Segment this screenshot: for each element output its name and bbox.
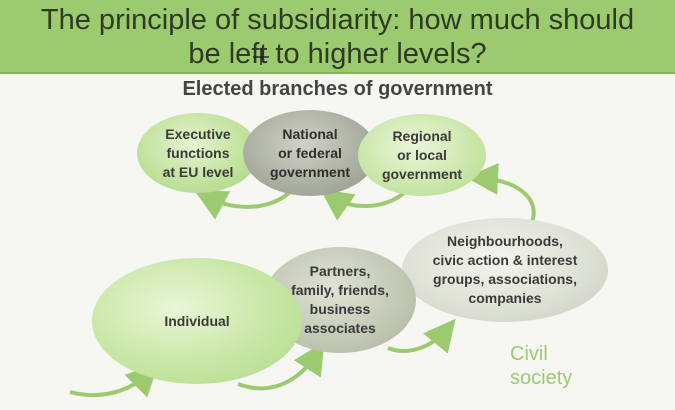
node-regional-line-1: Regional: [392, 127, 452, 144]
arrow-neighbourhoods-to-regional: [466, 162, 536, 223]
node-neighbourhoods: Neighbourhoods, civic action & interest …: [402, 218, 608, 322]
node-national-line-2: or federal: [278, 144, 342, 161]
title-banner: [0, 0, 675, 74]
title-line-1: The principle of subsidiarity: how much …: [40, 4, 635, 36]
civil-society-label: Civil society: [510, 342, 600, 390]
crosshair-cursor-icon: [253, 49, 269, 65]
node-national-government: National or federal government: [243, 110, 377, 196]
node-national-line-1: National: [282, 125, 338, 142]
node-eu-line-2: functions: [166, 144, 230, 161]
civil-society-line-1: Civil: [510, 343, 548, 365]
arrow-into-individual: [69, 363, 159, 398]
node-neighbourhoods-line-4: companies: [468, 290, 542, 306]
node-individual: Individual: [92, 258, 302, 384]
node-eu-line-1: Executive: [165, 125, 231, 142]
arrow-partners-to-neighbourhoods: [387, 318, 456, 354]
node-eu-line-3: at EU level: [162, 163, 234, 180]
civil-society-line-2: society: [510, 367, 573, 389]
node-regional-line-3: government: [381, 165, 463, 182]
node-partners-line-3: business: [309, 301, 371, 317]
node-regional-line-2: or local: [397, 146, 447, 163]
node-neighbourhoods-line-2: civic action & interest: [432, 252, 578, 268]
arrow-regional-to-national: [320, 189, 407, 221]
node-individual-line-1: Individual: [164, 312, 230, 329]
node-partners-line-4: associates: [304, 320, 376, 336]
node-regional-government: Regional or local government: [358, 114, 486, 196]
node-neighbourhoods-line-3: groups, associations,: [433, 271, 577, 287]
arrow-national-to-eu: [194, 190, 292, 220]
arrow-individual-to-partners: [237, 341, 325, 391]
node-national-line-3: government: [269, 163, 351, 180]
node-partners-line-2: family, friends,: [291, 282, 389, 298]
node-neighbourhoods-line-1: Neighbourhoods,: [447, 233, 563, 249]
subtitle: Elected branches of government: [182, 78, 493, 100]
title-line-2: be left to higher levels?: [188, 38, 487, 70]
node-eu-level: Executive functions at EU level: [137, 113, 259, 193]
node-partners-line-1: Partners,: [309, 263, 371, 279]
